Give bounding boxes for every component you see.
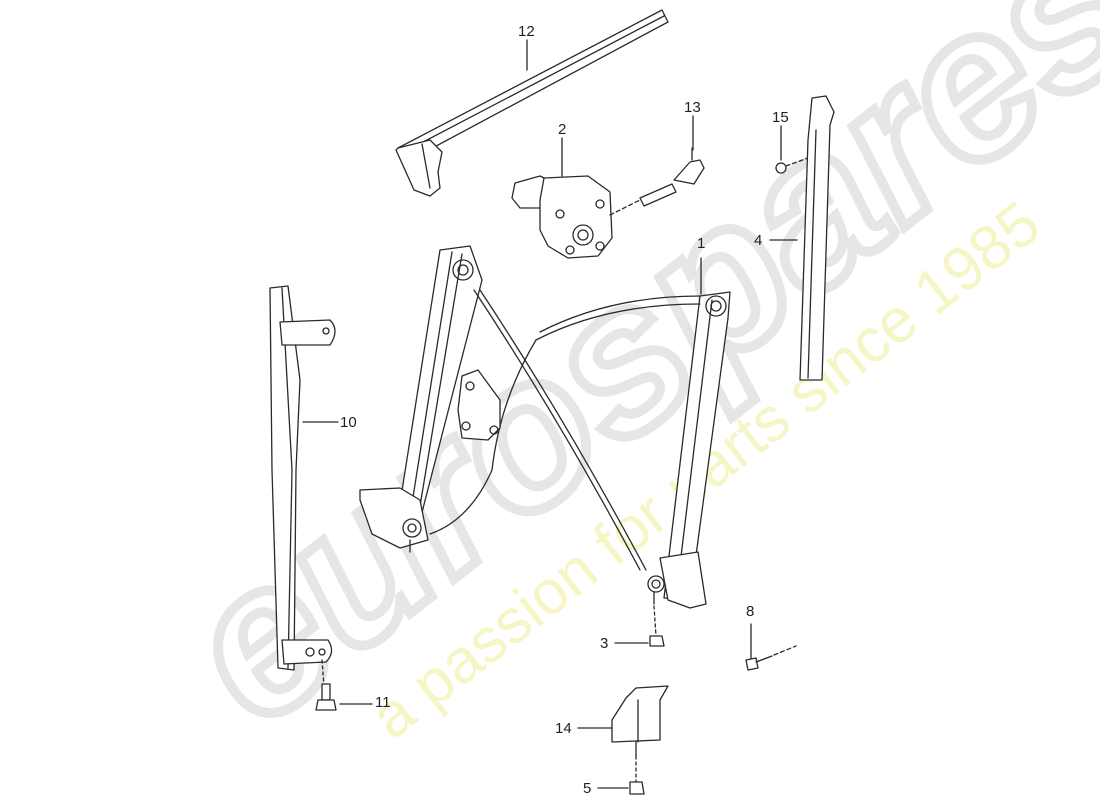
callout-12[interactable]: 12 [518,23,535,40]
callout-10[interactable]: 10 [340,414,357,431]
part-1-window-regulator[interactable] [359,245,731,609]
part-11-bolt[interactable] [315,659,373,711]
part-10-front-guide-rail[interactable] [269,285,339,671]
part-2-window-motor[interactable] [511,175,641,259]
callout-5[interactable]: 5 [583,780,592,797]
part-8-bolt[interactable] [745,623,797,671]
callout-15[interactable]: 15 [772,109,789,126]
callout-4[interactable]: 4 [754,232,763,249]
callout-1[interactable]: 1 [697,235,706,252]
callout-11[interactable]: 11 [375,694,391,711]
callout-13[interactable]: 13 [684,99,701,116]
part-13-cable-connector[interactable] [639,147,705,207]
part-12-window-seal-strip[interactable] [395,9,669,197]
callout-3[interactable]: 3 [600,635,609,652]
leader-lines [526,39,782,177]
part-15-clip[interactable] [775,157,809,174]
callout-8[interactable]: 8 [746,603,755,620]
part-4-rear-guide-rail[interactable] [769,95,835,381]
part-3-nut[interactable] [614,605,665,647]
part-5-nut[interactable] [597,755,645,795]
callout-2[interactable]: 2 [558,121,567,138]
part-14-bracket[interactable] [577,685,669,757]
callout-14[interactable]: 14 [555,720,572,737]
